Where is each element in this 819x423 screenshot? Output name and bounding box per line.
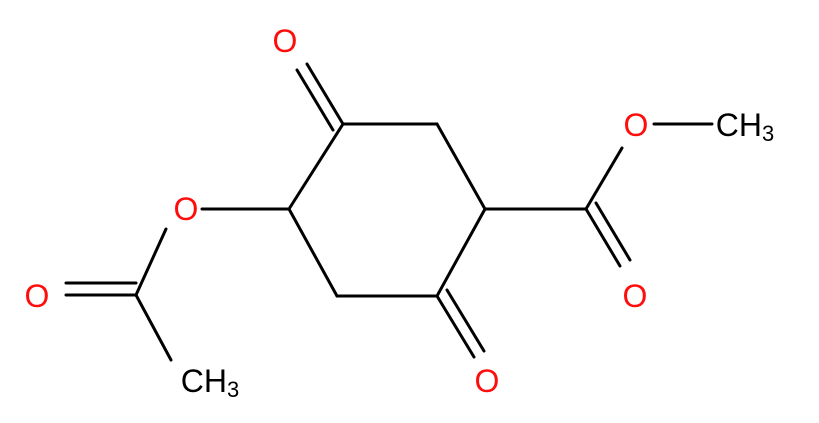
atom-o-bottom: O bbox=[475, 363, 500, 399]
atom-ch3-right-main: CH bbox=[716, 107, 762, 143]
bond-top-carbonyl-a bbox=[305, 62, 345, 126]
bond-ester-carbonyl-b bbox=[594, 201, 632, 262]
bond-bottom-carbonyl-b bbox=[445, 288, 486, 353]
bond-acetyl-methyl bbox=[134, 293, 173, 362]
bond-ester-carbonyl-a bbox=[584, 207, 622, 268]
atom-ch3-right-subscript: 3 bbox=[762, 121, 774, 146]
bond-ring-6 bbox=[287, 122, 345, 211]
bond-bottom-carbonyl-a bbox=[435, 294, 476, 359]
atom-ch3-left-main: CH bbox=[181, 363, 227, 399]
atom-ch3-right: CH3 bbox=[716, 107, 774, 146]
atom-o-acetyl-carbonyl: O bbox=[25, 278, 50, 314]
bond-ester-c-o-single bbox=[584, 146, 624, 211]
atom-ch3-left-subscript: 3 bbox=[227, 377, 239, 402]
bond-ring-3 bbox=[435, 207, 487, 298]
atom-o-acetoxy-link: O bbox=[174, 191, 199, 227]
bond-ring-2 bbox=[435, 122, 487, 211]
atom-ch3-left: CH3 bbox=[181, 363, 239, 402]
atom-o-ester-carbonyl: O bbox=[623, 278, 648, 314]
bond-ring-5 bbox=[287, 207, 339, 298]
atom-o-ester-single: O bbox=[624, 107, 649, 143]
bond-top-carbonyl-b bbox=[295, 68, 335, 132]
atom-o-top: O bbox=[273, 23, 298, 59]
bond-acetoxy-o-carbon bbox=[134, 227, 168, 297]
